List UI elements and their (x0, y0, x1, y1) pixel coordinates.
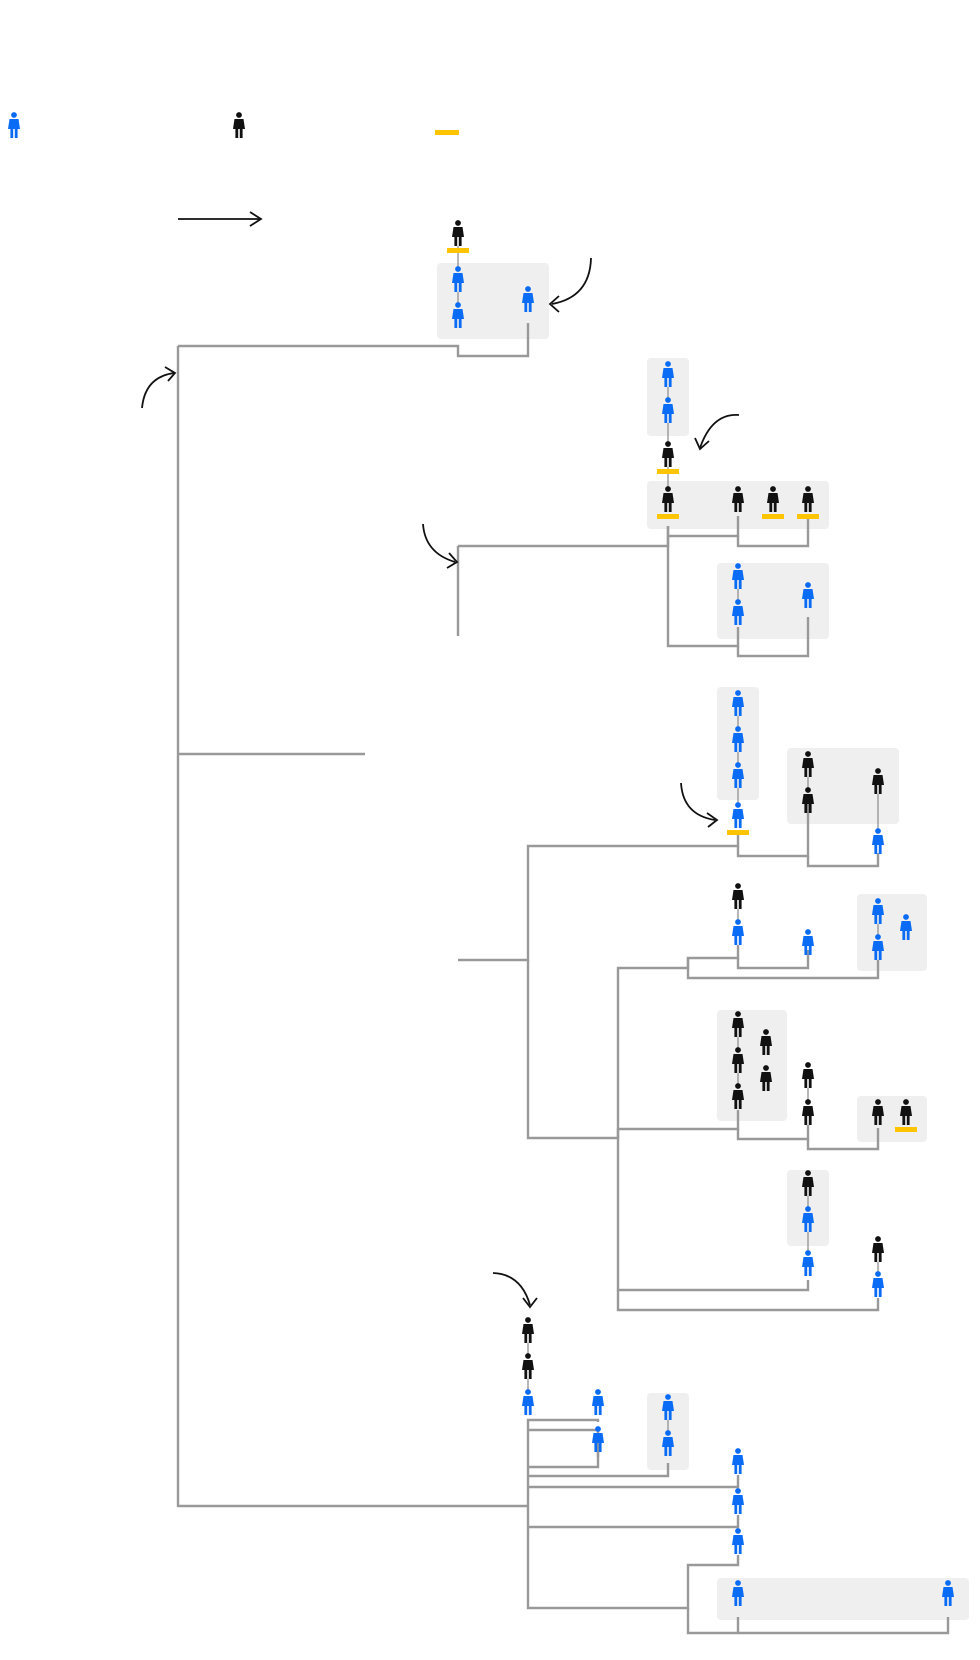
person-icon (447, 220, 469, 253)
person-icon (872, 1271, 884, 1297)
group-box (717, 1010, 787, 1121)
person-icon (872, 1099, 884, 1125)
person-icon (760, 1029, 772, 1055)
person-icon (732, 726, 744, 752)
person-icon (802, 582, 814, 608)
person-icon (662, 1430, 674, 1456)
person-icon (732, 1580, 744, 1606)
group-box (717, 563, 829, 639)
person-icon (662, 361, 674, 387)
person-icon (522, 1317, 534, 1343)
person-icon (732, 1083, 744, 1109)
person-icon (727, 802, 749, 835)
person-icon (872, 768, 884, 794)
person-icon (802, 929, 814, 955)
person-icon (732, 883, 744, 909)
curved-arrow-icon (548, 257, 592, 313)
person-icon (802, 1099, 814, 1125)
person-icon (732, 1047, 744, 1073)
group-boxes (437, 263, 969, 1620)
person-icon (657, 486, 679, 519)
person-icon (732, 563, 744, 589)
person-icon (592, 1426, 604, 1452)
direction-arrow-icon (178, 211, 263, 227)
person-icon (760, 1065, 772, 1091)
person-icon (732, 1528, 744, 1554)
curved-arrow-icon (492, 1272, 538, 1309)
legend (8, 112, 459, 227)
person-icon (592, 1389, 604, 1415)
person-icon (872, 828, 884, 854)
legend-yellow-bar-icon (435, 130, 459, 135)
person-icon (942, 1580, 954, 1606)
person-icon (802, 751, 814, 777)
person-icon (895, 1099, 917, 1132)
person-icon (732, 762, 744, 788)
person-icon (522, 1389, 534, 1415)
group-box (717, 1578, 969, 1620)
person-icon (732, 1488, 744, 1514)
person-icon (802, 787, 814, 813)
legend-black-person-icon (233, 112, 245, 138)
person-icon (872, 934, 884, 960)
person-icon (732, 919, 744, 945)
person-icon (872, 1236, 884, 1262)
group-box (717, 687, 759, 800)
group-box (787, 748, 899, 824)
person-icon (872, 898, 884, 924)
person-icon (732, 486, 744, 512)
person-icon (452, 302, 464, 328)
legend-blue-person-icon (8, 112, 20, 138)
person-icon (732, 690, 744, 716)
person-icon (522, 1353, 534, 1379)
person-icon (797, 486, 819, 519)
people (447, 220, 954, 1606)
person-icon (732, 1011, 744, 1037)
group-box (857, 1096, 927, 1142)
person-icon (732, 1448, 744, 1474)
annotation-arrows (141, 257, 740, 1309)
person-icon (452, 266, 464, 292)
curved-arrow-icon (141, 366, 177, 409)
person-icon (802, 1170, 814, 1196)
person-icon (233, 112, 245, 138)
person-icon (732, 599, 744, 625)
curved-arrow-icon (422, 523, 459, 569)
group-box (437, 263, 549, 339)
person-icon (802, 1206, 814, 1232)
person-icon (657, 441, 679, 474)
person-icon (802, 1250, 814, 1276)
tree-lines (176, 323, 950, 1635)
person-icon (802, 1062, 814, 1088)
person-icon (8, 112, 20, 138)
person-icon (522, 286, 534, 312)
person-icon (662, 397, 674, 423)
person-icon (900, 914, 912, 940)
group-box (857, 894, 927, 971)
person-icon (662, 1394, 674, 1420)
curved-arrow-icon (694, 414, 740, 451)
curved-arrow-icon (680, 782, 719, 828)
person-icon (762, 486, 784, 519)
